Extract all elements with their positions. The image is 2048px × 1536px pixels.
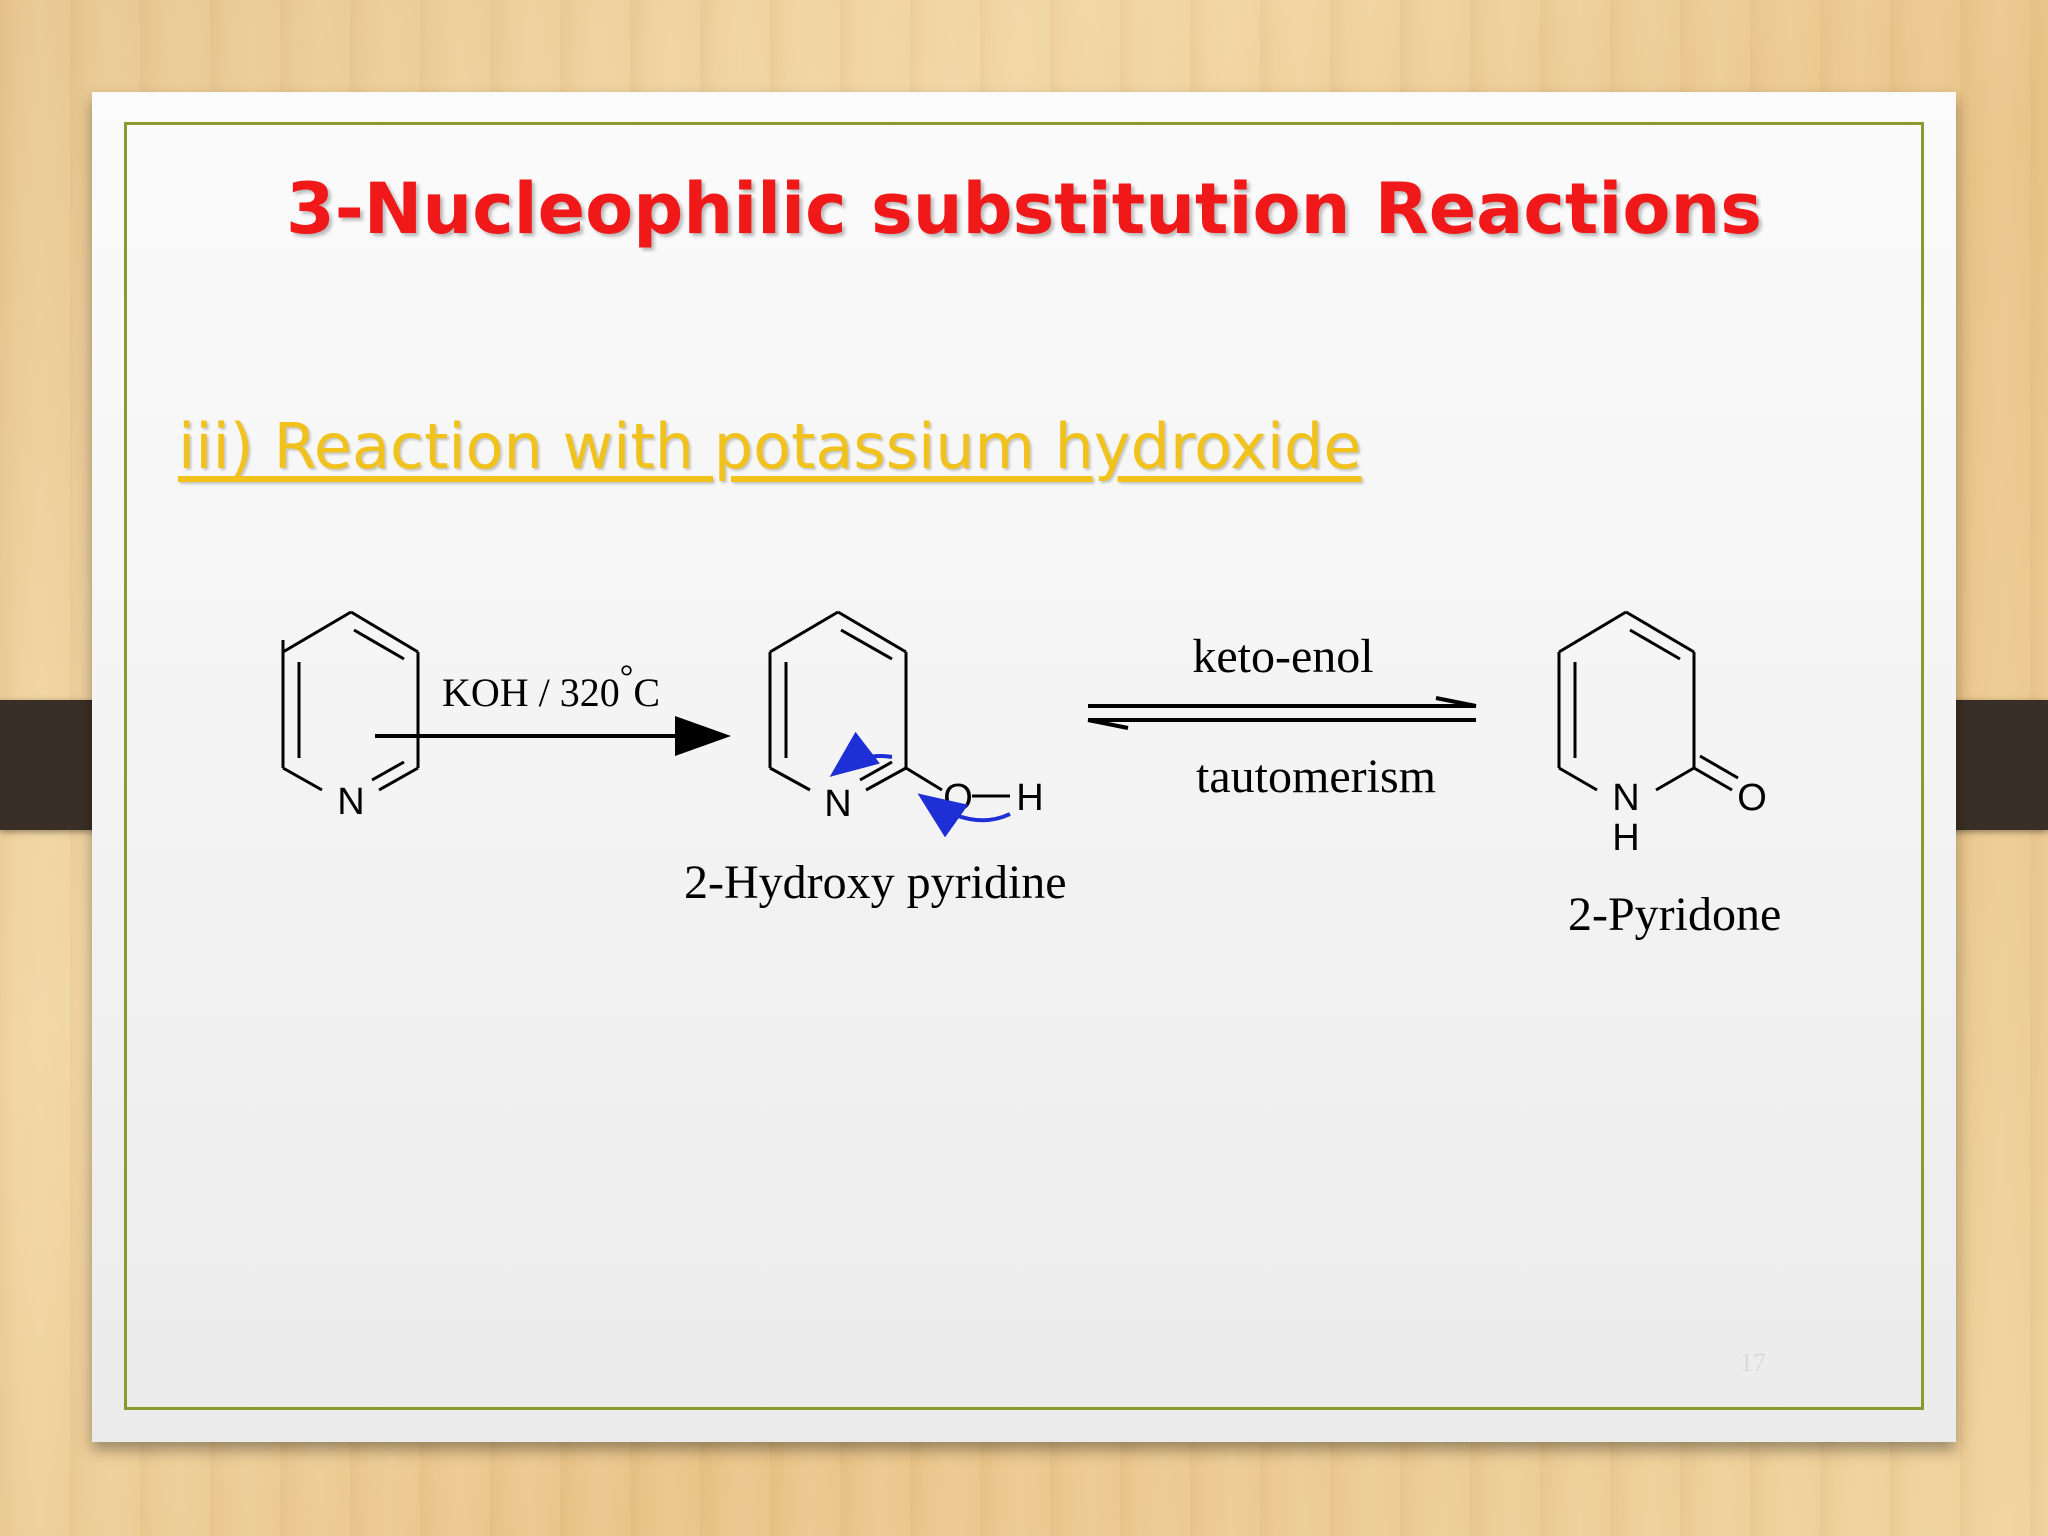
page-number: 17 [1740,1348,1766,1377]
electron-arrow-2 [917,793,1011,838]
keto-enol-label: keto-enol [1192,630,1373,683]
slide-title: 3-Nucleophilic substitution Reactions [286,168,1762,250]
pyridine-bonds [281,610,420,792]
equilibrium-arrows [1087,696,1477,730]
hydroxypyridine-ring [768,610,1010,798]
pyridine-n-atom: N [337,781,364,823]
slide-border [124,122,1924,1410]
pyridone-h-atom: H [1612,817,1639,859]
section-subtitle: iii) Reaction with potassium hydroxide [178,410,1362,483]
hydroxypyridine-label: 2-Hydroxy pyridine [684,856,1067,909]
reaction-scheme: N KOH / 320°C N O H 2-Hydroxy pyridine [281,610,1781,941]
slide: 3-Nucleophilic substitution Reactions ii… [92,92,1956,1442]
pyridone-ring [1557,610,1739,792]
reagent-label: KOH / 320°C [442,659,660,715]
tautomerism-label: tautomerism [1196,750,1436,803]
pyridone-n-atom: N [1612,777,1639,819]
hydroxy-n-atom: N [824,783,851,825]
pyridone-o-atom: O [1737,777,1767,819]
hydroxy-h-atom: H [1016,777,1043,819]
pyridone-label: 2-Pyridone [1568,888,1781,941]
electron-arrow-1 [829,731,893,777]
